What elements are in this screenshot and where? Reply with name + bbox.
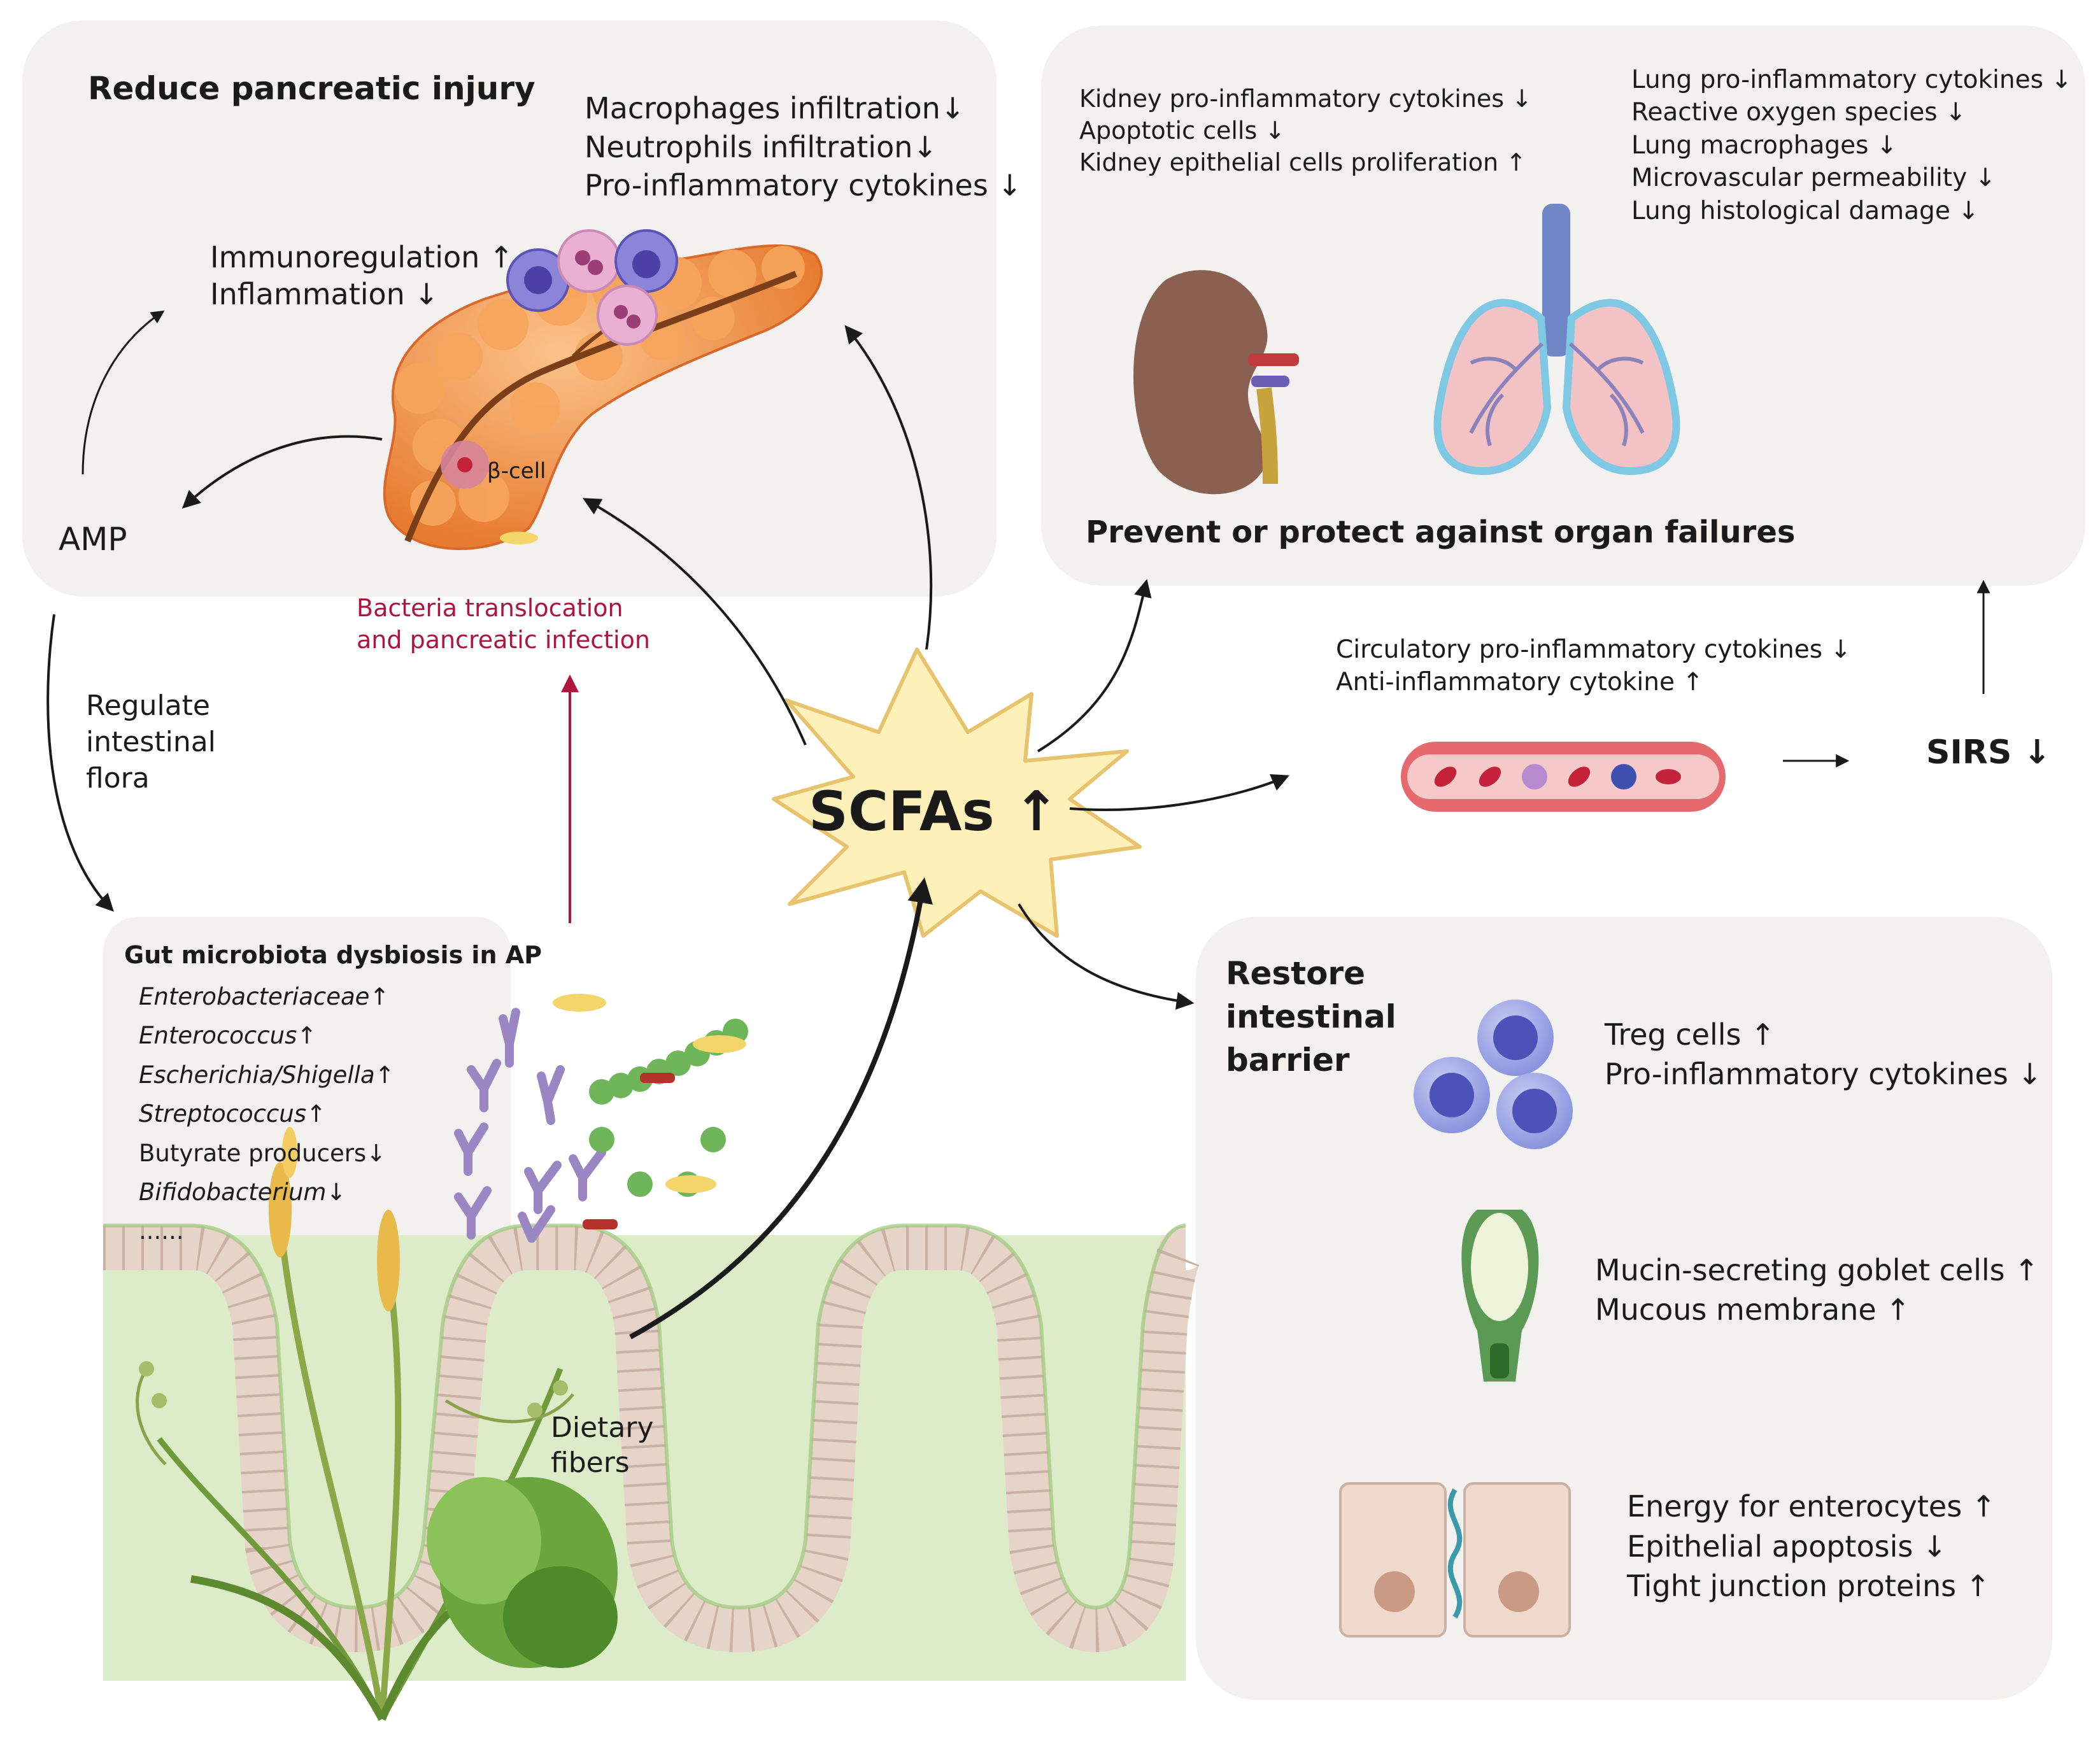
barrier-title-line: Restore bbox=[1226, 955, 1365, 992]
enterocyte-effects-list: Energy for enterocytes ↑ Epithelial apop… bbox=[1627, 1487, 1996, 1606]
circulation-effects-list: Circulatory pro-inflammatory cytokines ↓… bbox=[1336, 633, 1851, 699]
lung-effect: Lung pro-inflammatory cytokines ↓ bbox=[1631, 66, 2072, 94]
immune-effects-list: Immunoregulation ↑ Inflammation ↓ bbox=[210, 239, 513, 313]
amp-label: AMP bbox=[59, 521, 127, 558]
microbiota-name: Escherichia/Shigella bbox=[139, 1061, 375, 1089]
lung-effect: Lung macrophages ↓ bbox=[1631, 131, 1898, 160]
regulate-flora-line: intestinal bbox=[86, 726, 216, 759]
lung-effect: Microvascular permeability ↓ bbox=[1631, 164, 1996, 193]
circulation-effect: Circulatory pro-inflammatory cytokines ↓ bbox=[1336, 635, 1852, 664]
lungs-illustration bbox=[1433, 204, 1680, 476]
connector-arrows bbox=[46, 310, 1990, 1340]
lung-effects-list: Lung pro-inflammatory cytokines ↓ Reacti… bbox=[1631, 64, 2072, 227]
gut-microbiota-list: Enterobacteriaceae↑Enterococcus↑Escheric… bbox=[139, 977, 395, 1251]
microbiota-trend-arrow: ↓ bbox=[366, 1139, 387, 1167]
kidney-effect: Kidney epithelial cells proliferation ↑ bbox=[1079, 148, 1526, 177]
microbiota-trend-arrow: ↑ bbox=[374, 1061, 395, 1089]
microbiota-name: Enterobacteriaceae bbox=[139, 983, 370, 1010]
kidney-illustration bbox=[1133, 270, 1299, 495]
scfas-label: SCFAs ↑ bbox=[809, 780, 1060, 844]
enterocytes-illustration bbox=[1339, 1482, 1571, 1637]
microbes-and-antibodies bbox=[454, 994, 748, 1243]
microbiota-name: Enterococcus bbox=[139, 1022, 297, 1050]
microbiota-trend-arrow: ↑ bbox=[306, 1100, 327, 1128]
pancreas-effect: Neutrophils infiltration↓ bbox=[585, 129, 937, 164]
dietary-fiber-plants bbox=[136, 1127, 618, 1721]
goblet-effect: Mucin-secreting goblet cells ↑ bbox=[1595, 1253, 2039, 1287]
pancreas-effect: Macrophages infiltration↓ bbox=[585, 91, 965, 125]
enterocyte-effect: Epithelial apoptosis ↓ bbox=[1627, 1529, 1947, 1564]
barrier-title-line: intestinal bbox=[1226, 998, 1396, 1035]
translocation-line: and pancreatic infection bbox=[357, 626, 650, 654]
microbiota-name: ...... bbox=[139, 1217, 184, 1245]
microbiota-item: Butyrate producers↓ bbox=[139, 1134, 395, 1173]
microbiota-item: ...... bbox=[139, 1212, 395, 1250]
scfa-starburst bbox=[772, 647, 1142, 938]
goblet-cell-illustration bbox=[1461, 1210, 1539, 1382]
goblet-effects-list: Mucin-secreting goblet cells ↑ Mucous me… bbox=[1595, 1251, 2039, 1329]
barrier-panel-title: Restore intestinal barrier bbox=[1226, 952, 1396, 1082]
organ-panel-title: Prevent or protect against organ failure… bbox=[1086, 514, 1796, 550]
barrier-title-line: barrier bbox=[1226, 1042, 1350, 1079]
immune-effect: Inflammation ↓ bbox=[210, 277, 439, 312]
enterocyte-effect: Tight junction proteins ↑ bbox=[1627, 1569, 1990, 1604]
microbiota-trend-arrow: ↑ bbox=[369, 983, 390, 1010]
kidney-effect: Apoptotic cells ↓ bbox=[1079, 117, 1286, 145]
microbiota-item: Streptococcus↑ bbox=[139, 1094, 395, 1133]
pancreas-illustration bbox=[383, 229, 823, 550]
dietary-fibers-line: fibers bbox=[551, 1446, 630, 1479]
treg-cells-illustration bbox=[1414, 1000, 1573, 1149]
treg-effect: Treg cells ↑ bbox=[1605, 1017, 1775, 1052]
intestine-illustration bbox=[103, 1224, 1201, 1681]
pancreas-effects-list: Macrophages infiltration↓ Neutrophils in… bbox=[585, 89, 1022, 205]
kidney-effect: Kidney pro-inflammatory cytokines ↓ bbox=[1079, 85, 1532, 113]
microbiota-item: Escherichia/Shigella↑ bbox=[139, 1056, 395, 1094]
treg-effects-list: Treg cells ↑ Pro-inflammatory cytokines … bbox=[1605, 1015, 2042, 1094]
kidney-effects-list: Kidney pro-inflammatory cytokines ↓ Apop… bbox=[1079, 83, 1532, 178]
microbiota-item: Bifidobacterium↓ bbox=[139, 1173, 395, 1212]
immune-effect: Immunoregulation ↑ bbox=[210, 240, 514, 274]
sirs-label: SIRS ↓ bbox=[1926, 733, 2051, 772]
pancreas-panel-title: Reduce pancreatic injury bbox=[88, 70, 536, 107]
blood-vessel-illustration bbox=[1401, 742, 1726, 812]
beta-cell-label: β-cell bbox=[487, 458, 546, 484]
microbiota-name: Butyrate producers bbox=[139, 1139, 367, 1167]
lung-effect: Lung histological damage ↓ bbox=[1631, 196, 1979, 225]
treg-effect: Pro-inflammatory cytokines ↓ bbox=[1605, 1056, 2042, 1091]
microbiota-name: Streptococcus bbox=[139, 1100, 306, 1128]
dietary-fibers-line: Dietary bbox=[551, 1411, 654, 1444]
goblet-effect: Mucous membrane ↑ bbox=[1595, 1292, 1910, 1327]
pancreas-effect: Pro-inflammatory cytokines ↓ bbox=[585, 168, 1022, 203]
dietary-fibers-label: Dietary fibers bbox=[551, 1410, 654, 1480]
regulate-flora-line: flora bbox=[86, 762, 150, 795]
microbiota-name: Bifidobacterium bbox=[139, 1178, 327, 1206]
regulate-flora-label: Regulate intestinal flora bbox=[86, 688, 216, 797]
microbiota-trend-arrow: ↑ bbox=[297, 1022, 317, 1050]
microbiota-item: Enterobacteriaceae↑ bbox=[139, 977, 395, 1016]
gut-panel-title: Gut microbiota dysbiosis in AP bbox=[124, 941, 542, 969]
lung-effect: Reactive oxygen species ↓ bbox=[1631, 98, 1966, 127]
regulate-flora-line: Regulate bbox=[86, 690, 210, 722]
translocation-line: Bacteria translocation bbox=[357, 594, 623, 622]
microbiota-trend-arrow: ↓ bbox=[326, 1178, 346, 1206]
bacteria-translocation-label: Bacteria translocation and pancreatic in… bbox=[357, 592, 650, 656]
circulation-effect: Anti-inflammatory cytokine ↑ bbox=[1336, 668, 1704, 697]
gut-list-panel bbox=[103, 917, 511, 1261]
enterocyte-effect: Energy for enterocytes ↑ bbox=[1627, 1489, 1996, 1524]
microbiota-item: Enterococcus↑ bbox=[139, 1016, 395, 1055]
